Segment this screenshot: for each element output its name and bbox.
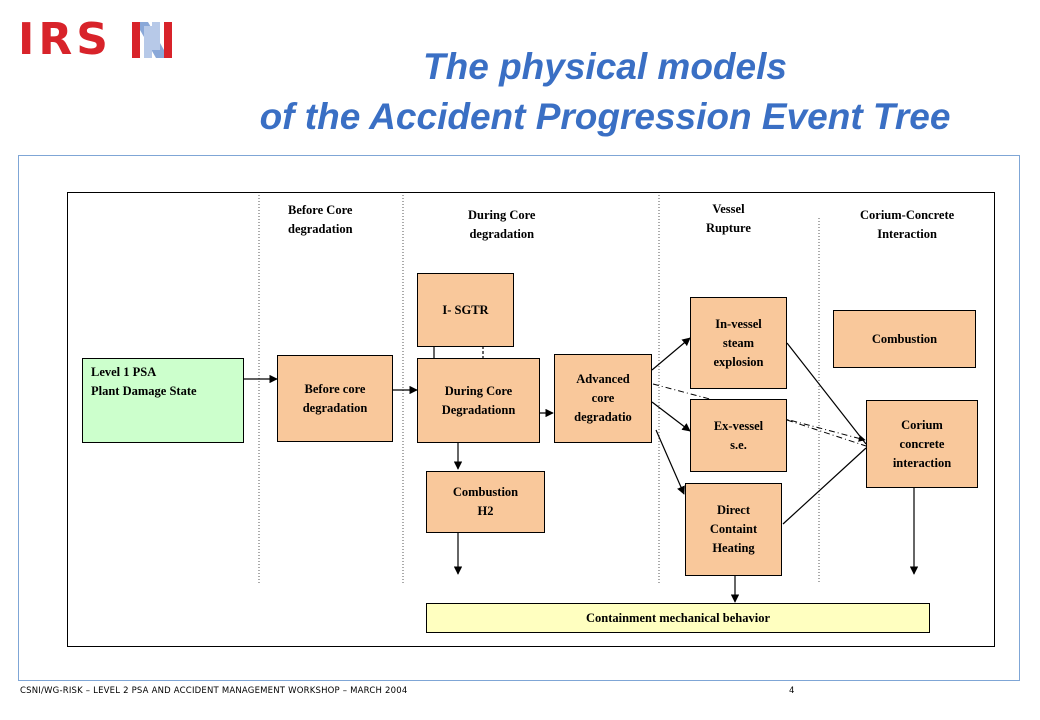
box-isgtr: I- SGTR (417, 273, 514, 347)
footer-text: CSNI/WG-RISK – LEVEL 2 PSA AND ACCIDENT … (20, 686, 408, 696)
box-advanced-core: Advanced core degradatio (554, 354, 652, 443)
phase-during-core: During Core degradation (468, 208, 536, 241)
event-tree-diagram (67, 192, 995, 647)
page-number: 4 (789, 686, 795, 696)
box-during-core: During Core Degradationn (417, 358, 540, 443)
box-combustion: Combustion (833, 310, 976, 368)
box-level1-psa: Level 1 PSA Plant Damage State (82, 358, 244, 443)
box-ex-vessel: Ex-vessel s.e. (690, 399, 787, 472)
page-title-line2: of the Accident Progression Event Tree (259, 96, 951, 137)
content-frame (18, 155, 1020, 681)
box-in-vessel: In-vessel steam explosion (690, 297, 787, 389)
phase-vessel-rupture: Vessel Rupture (706, 202, 751, 235)
page-title-line1: The physical models (423, 46, 787, 87)
logo-text: IRS (18, 14, 112, 65)
phase-before-core: Before Core degradation (288, 203, 353, 236)
irsn-logo: IRS (18, 14, 172, 65)
logo-n-mark-icon (132, 22, 172, 58)
phase-corium-concrete: Corium-Concrete Interaction (860, 208, 955, 241)
box-corium-concrete: Corium concrete interaction (866, 400, 978, 488)
box-direct-containt-heating: Direct Containt Heating (685, 483, 782, 576)
box-before-core: Before core degradation (277, 355, 393, 442)
box-containment-behavior: Containment mechanical behavior (426, 603, 930, 633)
box-combustion-h2: Combustion H2 (426, 471, 545, 533)
